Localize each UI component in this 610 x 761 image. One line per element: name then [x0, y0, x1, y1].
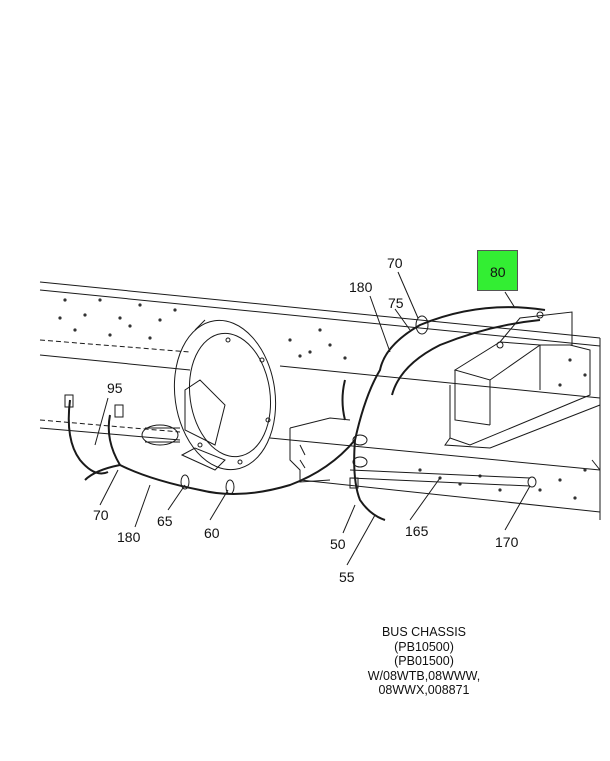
callout-80: 80 [490, 264, 506, 280]
callout-165: 165 [405, 523, 429, 539]
callout-leaders [94, 271, 531, 566]
caption-line-1: BUS CHASSIS [381, 625, 467, 639]
caption-line-2: (PB10500) [394, 639, 454, 654]
callout-75: 75 [388, 295, 404, 311]
caption-line-5: 08WWX,008871 [378, 683, 470, 697]
flywheel-housing [173, 319, 277, 471]
frame-rail-upper [39, 281, 601, 399]
callout-55: 55 [339, 569, 355, 585]
callout-180-top: 180 [349, 279, 373, 295]
callout-70-top: 70 [387, 255, 403, 271]
callout-50: 50 [330, 536, 346, 552]
diagram-caption: BUS CHASSIS (PB10500) (PB01500) W/08WTB,… [354, 625, 494, 698]
callout-70-left: 70 [93, 507, 109, 523]
battery-box [444, 311, 601, 449]
wiring-harness [67, 306, 546, 521]
callout-65: 65 [157, 513, 173, 529]
callout-170: 170 [495, 534, 519, 550]
callout-60: 60 [204, 525, 220, 541]
electrical-panel [289, 417, 351, 483]
rail-holes [58, 298, 587, 500]
frame-rail-lower [39, 338, 601, 520]
caption-line-4: W/08WTB,08WWW, [367, 668, 481, 683]
starter-motor [141, 424, 226, 471]
highlighted-callout-80[interactable]: 80 [477, 250, 518, 291]
callout-180-left: 180 [117, 529, 141, 545]
caption-line-3: (PB01500) [394, 654, 454, 668]
callout-95: 95 [107, 380, 123, 396]
conduit-tube [349, 469, 537, 488]
harness-clips [64, 315, 429, 495]
